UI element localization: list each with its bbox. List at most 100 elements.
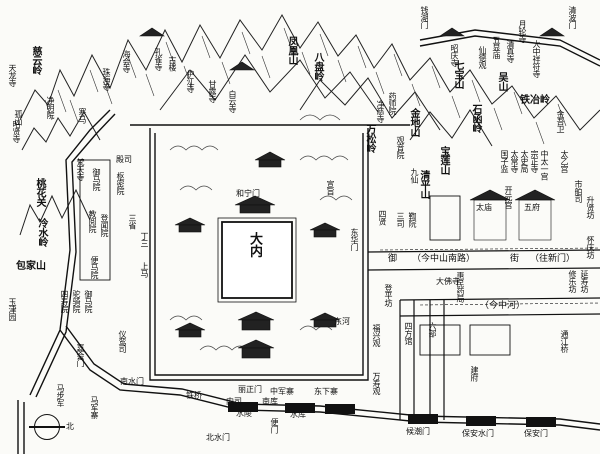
place-shumi: 枢密院	[116, 172, 125, 195]
place-guozi: 国子监	[500, 150, 509, 173]
gate-baoan: 保安门	[524, 429, 548, 438]
place-jiuxian: 九仙	[410, 168, 419, 183]
place-kaiyuan: 开元宫	[504, 186, 513, 209]
place-shengxian: 升贤坊	[586, 196, 595, 219]
mountain-shihan: 石函岭	[470, 104, 481, 133]
place-gushan: 孤山	[14, 110, 23, 125]
mountain-wushan: 吴山	[496, 72, 507, 91]
place-bianma: 便马院	[90, 256, 99, 279]
mountain-lengshui: 冷水岭	[36, 218, 47, 247]
place-juyuan: 鞫院	[408, 212, 417, 227]
place-guanyin: 观音院	[396, 136, 405, 159]
road-wangxinmen: （往新门）	[530, 254, 576, 264]
place-xiande: 仙德观	[478, 46, 487, 69]
place-xiule: 修乐坊	[568, 270, 577, 293]
mountain-taohua: 桃花关	[34, 178, 45, 207]
place-dengwen: 登闻院	[100, 214, 109, 237]
compass-icon	[29, 414, 65, 440]
place-wufu: 五府	[524, 203, 540, 212]
place-sansheng: 三省	[128, 214, 137, 229]
place-yujin: 玉津园	[8, 298, 17, 321]
place-tianlong: 天龙寺	[8, 64, 17, 87]
place-sansi: 三司	[396, 212, 405, 227]
mountain-tiezhi: 铁冶岭	[520, 95, 550, 106]
place-fantian: 梵天寺	[76, 158, 85, 181]
gate-tongjiang: 通江桥	[560, 330, 569, 353]
place-wanshou: 万寿观	[372, 372, 381, 395]
place-ganlu: 甘露寺	[208, 80, 217, 103]
compass-north-label: 北	[66, 422, 74, 431]
place-siyuan: 四寿院	[60, 290, 69, 313]
place-zhongjunzhai: 中军寨	[270, 387, 294, 396]
place-wuxian: 五显庙	[492, 36, 501, 59]
gate-qianhu: 钱湖门	[420, 6, 429, 29]
place-shibo: 市舶司	[574, 180, 583, 203]
place-yuma2: 御马院	[84, 290, 93, 313]
place-taiyi: 太乙宫	[560, 150, 569, 173]
gate-bianmen: 便门	[270, 418, 279, 433]
mountain-jindi: 金地山	[408, 108, 419, 137]
gate-donghua: 东华门	[350, 228, 359, 251]
place-dianqian: 殿司	[116, 155, 132, 164]
place-huaiqing: 怀庆坊	[586, 236, 595, 259]
mountain-qibao: 七宝山	[452, 60, 463, 89]
place-zhongtaiyi: 中太一宫	[540, 150, 549, 180]
gate-houchao: 候潮门	[406, 427, 430, 436]
mountain-wansong: 万松岭	[364, 124, 375, 153]
place-hanma: 寒马	[78, 108, 87, 123]
place-neisi: 内司	[226, 397, 242, 406]
place-dafo: 大佛寺	[436, 277, 460, 286]
mountain-bapan: 八盘岭	[312, 52, 323, 81]
road-donghe: 东河	[334, 317, 350, 326]
mountain-qingping: 清平山	[418, 170, 429, 199]
place-dazhong: 大中祥符寺	[532, 40, 541, 78]
place-xuanzhi: 宣旨	[326, 180, 335, 195]
place-nanku: 南库	[262, 397, 278, 406]
place-baiyun: 白云寺	[228, 90, 237, 113]
place-dengping: 登平坊	[384, 284, 393, 307]
place-sixian: 四贤	[378, 210, 387, 225]
place-taishi: 太史局	[520, 150, 529, 173]
place-majun: 马军寨	[90, 396, 99, 419]
place-shuiku: 水库	[290, 410, 306, 419]
place-huimin: 惠民药局	[456, 272, 465, 302]
place-taimiao: 太庙	[476, 203, 492, 212]
place-shuiling: 水陵	[236, 409, 252, 418]
place-dongxiazhai: 东下寨	[314, 387, 338, 396]
place-jianfu: 建府	[470, 366, 479, 381]
mountain-fenghuang: 凤凰山	[286, 36, 297, 65]
road-jie: 街	[510, 254, 520, 264]
place-yuelun: 月轮寺	[518, 20, 527, 43]
place-yanshou: 延寿坊	[580, 270, 589, 293]
place-liubu: 六部	[428, 322, 437, 337]
road-zhongshan: （今中山南路）	[412, 254, 476, 264]
gate-qingbo: 清波门	[568, 6, 577, 29]
place-zongzheng: 宗正寺	[530, 150, 539, 173]
place-jinwu: 金吾卫	[556, 110, 565, 133]
place-yiluan: 仪鸾司	[118, 330, 127, 353]
gate-nanshui: 南水门	[120, 377, 144, 386]
place-shangma: 上马	[140, 262, 149, 277]
mountain-baojia: 包家山	[16, 261, 46, 272]
place-haihui: 海会寺	[122, 50, 131, 73]
road-zhonghe: （今中河）	[480, 301, 526, 311]
place-yaoshi: 药师院	[388, 92, 397, 115]
road-yu: 御	[388, 254, 398, 264]
place-tuoji: 驼骑院	[72, 290, 81, 313]
place-fuxing: 福兴观	[372, 324, 381, 347]
place-mabu: 马步军	[56, 384, 65, 407]
place-kongque: 孔雀寺	[154, 48, 163, 71]
place-gulou: 古楼	[168, 56, 177, 71]
place-jiahui: 嘉会门	[76, 344, 85, 367]
place-jingci: 净慈寺	[376, 100, 385, 123]
place-tieqiao: 铁桥	[186, 391, 202, 400]
place-jiaoyue: 教阅院	[88, 210, 97, 233]
gate-beishui: 北水门	[206, 433, 230, 442]
place-jingming: 净明院	[46, 96, 55, 119]
place-zhaoxian: 昭贤寺	[12, 120, 21, 143]
place-qingzhen: 清真寺	[506, 40, 515, 63]
place-zhaoqing: 昭庆寺	[450, 44, 459, 67]
place-yuma: 御马院	[92, 168, 101, 191]
